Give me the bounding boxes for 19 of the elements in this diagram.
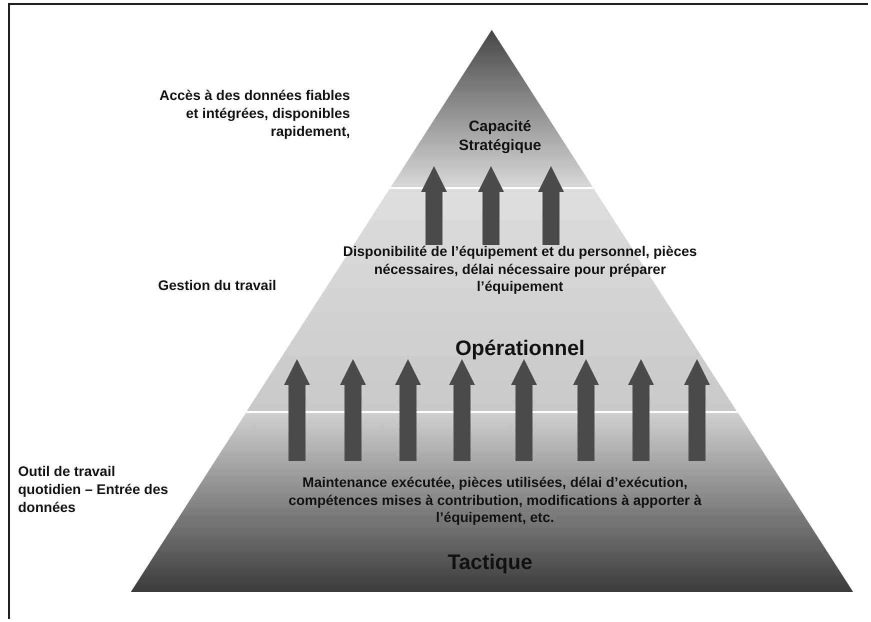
up-arrow [478, 166, 504, 245]
level-title: Tactique [446, 550, 534, 576]
level-description: Disponibilité de l’équipement et du personnel, pièces nécessaires, délai nécessaire pour préparer l’équipement [342, 243, 698, 296]
side-label: Outil de travail quotidien – Entrée des données [18, 462, 170, 517]
up-arrow [573, 359, 599, 461]
up-arrow [421, 166, 447, 245]
up-arrow [538, 166, 564, 245]
up-arrow [340, 359, 366, 461]
up-arrow [511, 359, 537, 461]
up-arrow [628, 359, 654, 461]
up-arrow [684, 359, 710, 461]
level-title: Opérationnel [454, 336, 586, 362]
up-arrow [395, 359, 421, 461]
up-arrow [449, 359, 475, 461]
side-label: Accès à des données fiables et intégrées, disponibles rapidement, [158, 86, 350, 141]
side-label: Gestion du travail [158, 276, 278, 294]
up-arrow [284, 359, 310, 461]
level-description: Maintenance exécutée, pièces utilisées, délai d’exécution, compétences mises à contribution, modifications à apporter à l’équipement, etc. [287, 474, 703, 526]
level-title: Capacité Stratégique [458, 118, 542, 156]
